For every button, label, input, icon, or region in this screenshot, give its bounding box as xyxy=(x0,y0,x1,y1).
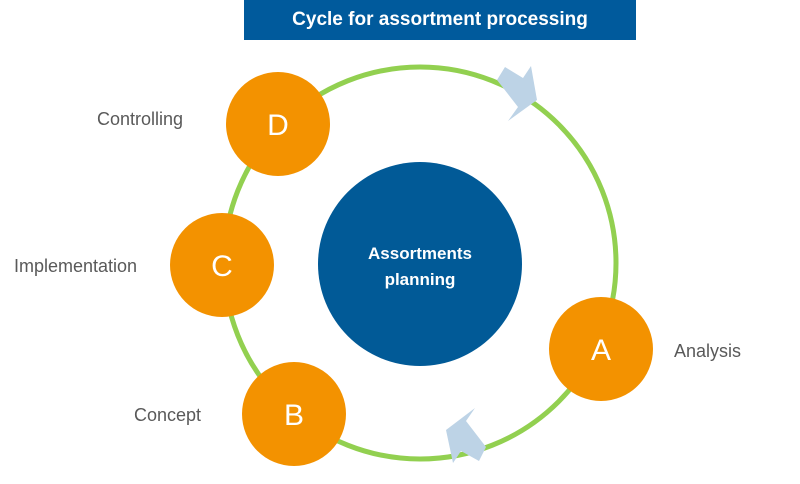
arrow-bottom-left-icon xyxy=(446,408,486,463)
node-c: C xyxy=(170,213,274,317)
label-concept: Concept xyxy=(134,405,202,425)
center-line-2: planning xyxy=(385,270,456,289)
label-controlling: Controlling xyxy=(97,109,184,129)
center-line-1: Assortments xyxy=(368,244,472,263)
node-d: D xyxy=(226,72,330,176)
diagram-title: Cycle for assortment processing xyxy=(244,0,636,40)
node-d-letter: D xyxy=(267,109,289,142)
node-b: B xyxy=(242,362,346,466)
center-node: Assortments planning xyxy=(318,162,522,366)
node-a-letter: A xyxy=(591,334,611,367)
label-implementation: Implementation xyxy=(14,256,138,276)
node-b-letter: B xyxy=(284,399,304,432)
arrow-top-right-icon xyxy=(497,66,537,121)
node-c-letter: C xyxy=(211,250,233,283)
node-a: A xyxy=(549,297,653,401)
label-analysis: Analysis xyxy=(674,341,742,361)
